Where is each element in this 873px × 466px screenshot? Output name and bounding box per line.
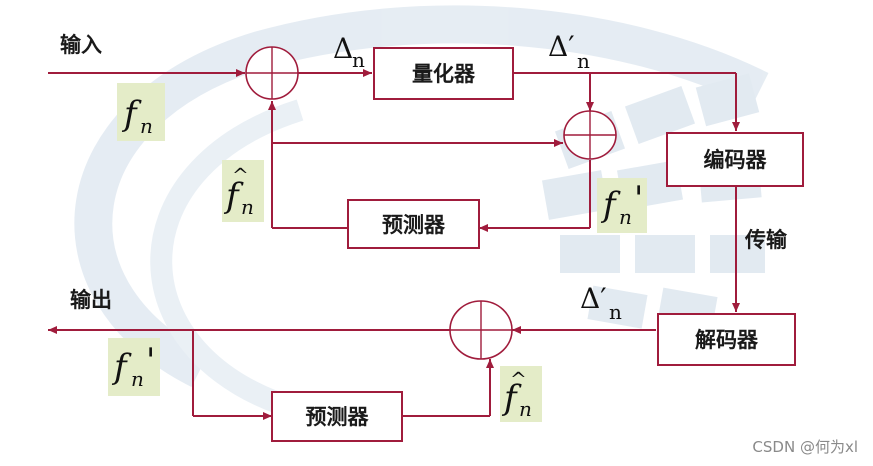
svg-text:Δ′: Δ′	[580, 282, 607, 315]
quantizer-block: 量化器	[373, 47, 514, 100]
svg-text:': '	[634, 179, 643, 219]
sum-junction-bottom	[449, 300, 513, 360]
svg-text:Δ: Δ	[333, 32, 353, 65]
watermark: CSDN @何为xl	[752, 438, 858, 456]
delta-prime-n-symbol-top: Δ′ n	[548, 30, 590, 73]
transmission-label: 传输	[744, 228, 788, 252]
svg-text:n: n	[609, 300, 622, 324]
encoder-block: 编码器	[666, 132, 804, 187]
sum-junction-top-feedback	[563, 110, 617, 160]
svg-text:^: ^	[510, 367, 527, 391]
predictor-top-block: 预测器	[347, 199, 480, 249]
svg-text:n: n	[619, 205, 632, 229]
svg-text:^: ^	[232, 163, 249, 187]
svg-text:n: n	[519, 397, 532, 421]
decoder-block: 解码器	[657, 313, 796, 366]
delta-n-symbol: Δ n	[333, 32, 365, 72]
predictor-top-label: 预测器	[382, 213, 446, 237]
encoder-label: 编码器	[704, 148, 768, 172]
decoder-label: 解码器	[695, 328, 759, 352]
fn-hat-chip-bottom: ^ f n	[500, 366, 542, 422]
svg-text:Δ′: Δ′	[548, 30, 575, 63]
svg-text:n: n	[140, 114, 153, 138]
svg-text:n: n	[241, 195, 254, 219]
predictor-bottom-label: 预测器	[306, 405, 370, 429]
wires	[48, 69, 740, 420]
fn-chip-input: f n	[117, 83, 165, 141]
sum-junction-top-input	[245, 46, 299, 100]
delta-prime-n-symbol-bottom: Δ′ n	[580, 282, 622, 324]
quantizer-label: 量化器	[412, 62, 476, 86]
output-label: 输出	[70, 288, 112, 312]
fn-hat-chip-top: ^ f n	[222, 160, 264, 222]
predictor-bottom-block: 预测器	[271, 391, 403, 442]
fn-prime-chip-output: f n '	[108, 338, 160, 396]
fn-prime-chip-top: f n '	[597, 178, 647, 233]
svg-text:n: n	[352, 48, 365, 72]
svg-text:n: n	[131, 367, 144, 391]
input-label: 输入	[60, 33, 102, 57]
svg-text:n: n	[577, 49, 590, 73]
svg-text:': '	[146, 341, 155, 381]
